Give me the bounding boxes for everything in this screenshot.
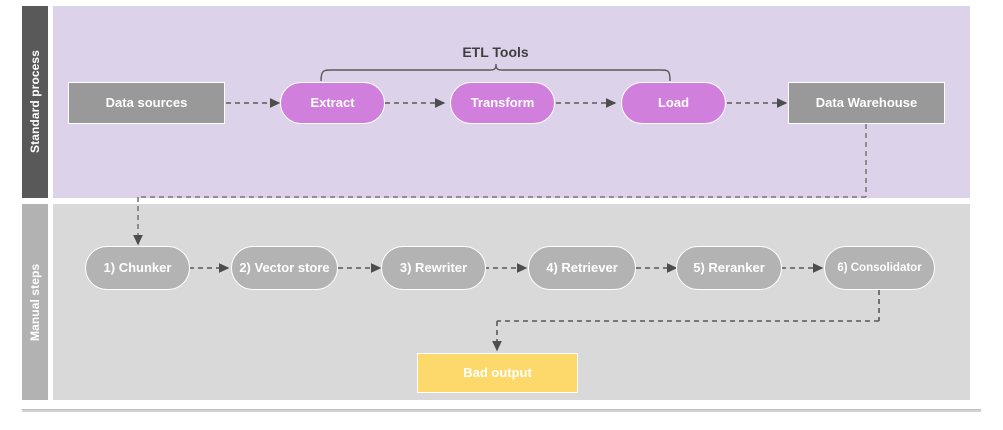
node-retriever[interactable]: 4) Retriever (528, 246, 636, 290)
lane-label-standard-process: Standard process (22, 6, 48, 198)
node-chunker[interactable]: 1) Chunker (85, 246, 190, 290)
node-data-sources[interactable]: Data sources (68, 82, 225, 124)
etl-tools-label: ETL Tools (462, 44, 529, 60)
node-reranker[interactable]: 5) Reranker (676, 246, 782, 290)
node-transform[interactable]: Transform (450, 82, 555, 124)
lane-label-manual-steps: Manual steps (22, 204, 48, 400)
node-load[interactable]: Load (621, 82, 726, 124)
node-vector-store[interactable]: 2) Vector store (231, 246, 338, 290)
node-bad-output[interactable]: Bad output (417, 353, 578, 393)
bottom-divider (22, 409, 981, 412)
node-extract[interactable]: Extract (280, 82, 385, 124)
node-data-warehouse[interactable]: Data Warehouse (788, 82, 945, 124)
node-consolidator[interactable]: 6) Consolidator (824, 246, 935, 290)
node-rewriter[interactable]: 3) Rewriter (381, 246, 486, 290)
